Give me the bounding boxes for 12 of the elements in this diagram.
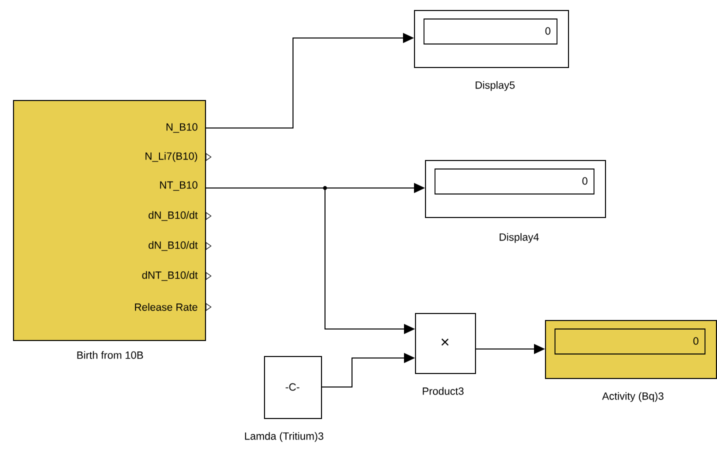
display-block: 0 — [414, 10, 569, 68]
display-block: 0 — [425, 160, 606, 218]
display-block: 0 — [545, 320, 717, 379]
product-block: × — [415, 313, 476, 374]
subsystem-block: N_B10 N_Li7(B10) NT_B10 dN_B10/dt dN_B10/dt dNT_B10/dt Release Rate — [13, 100, 206, 341]
block-label: Display4 — [500, 233, 539, 243]
block-label: Lamda (Tritium)3 — [245, 432, 324, 442]
block-label: Display5 — [476, 81, 515, 91]
block-label: Activity (Bq)3 — [602, 392, 664, 402]
block-label: Product3 — [422, 387, 464, 395]
block-label: Birth from 10B — [77, 351, 143, 359]
constant-block: -C- — [264, 356, 322, 419]
